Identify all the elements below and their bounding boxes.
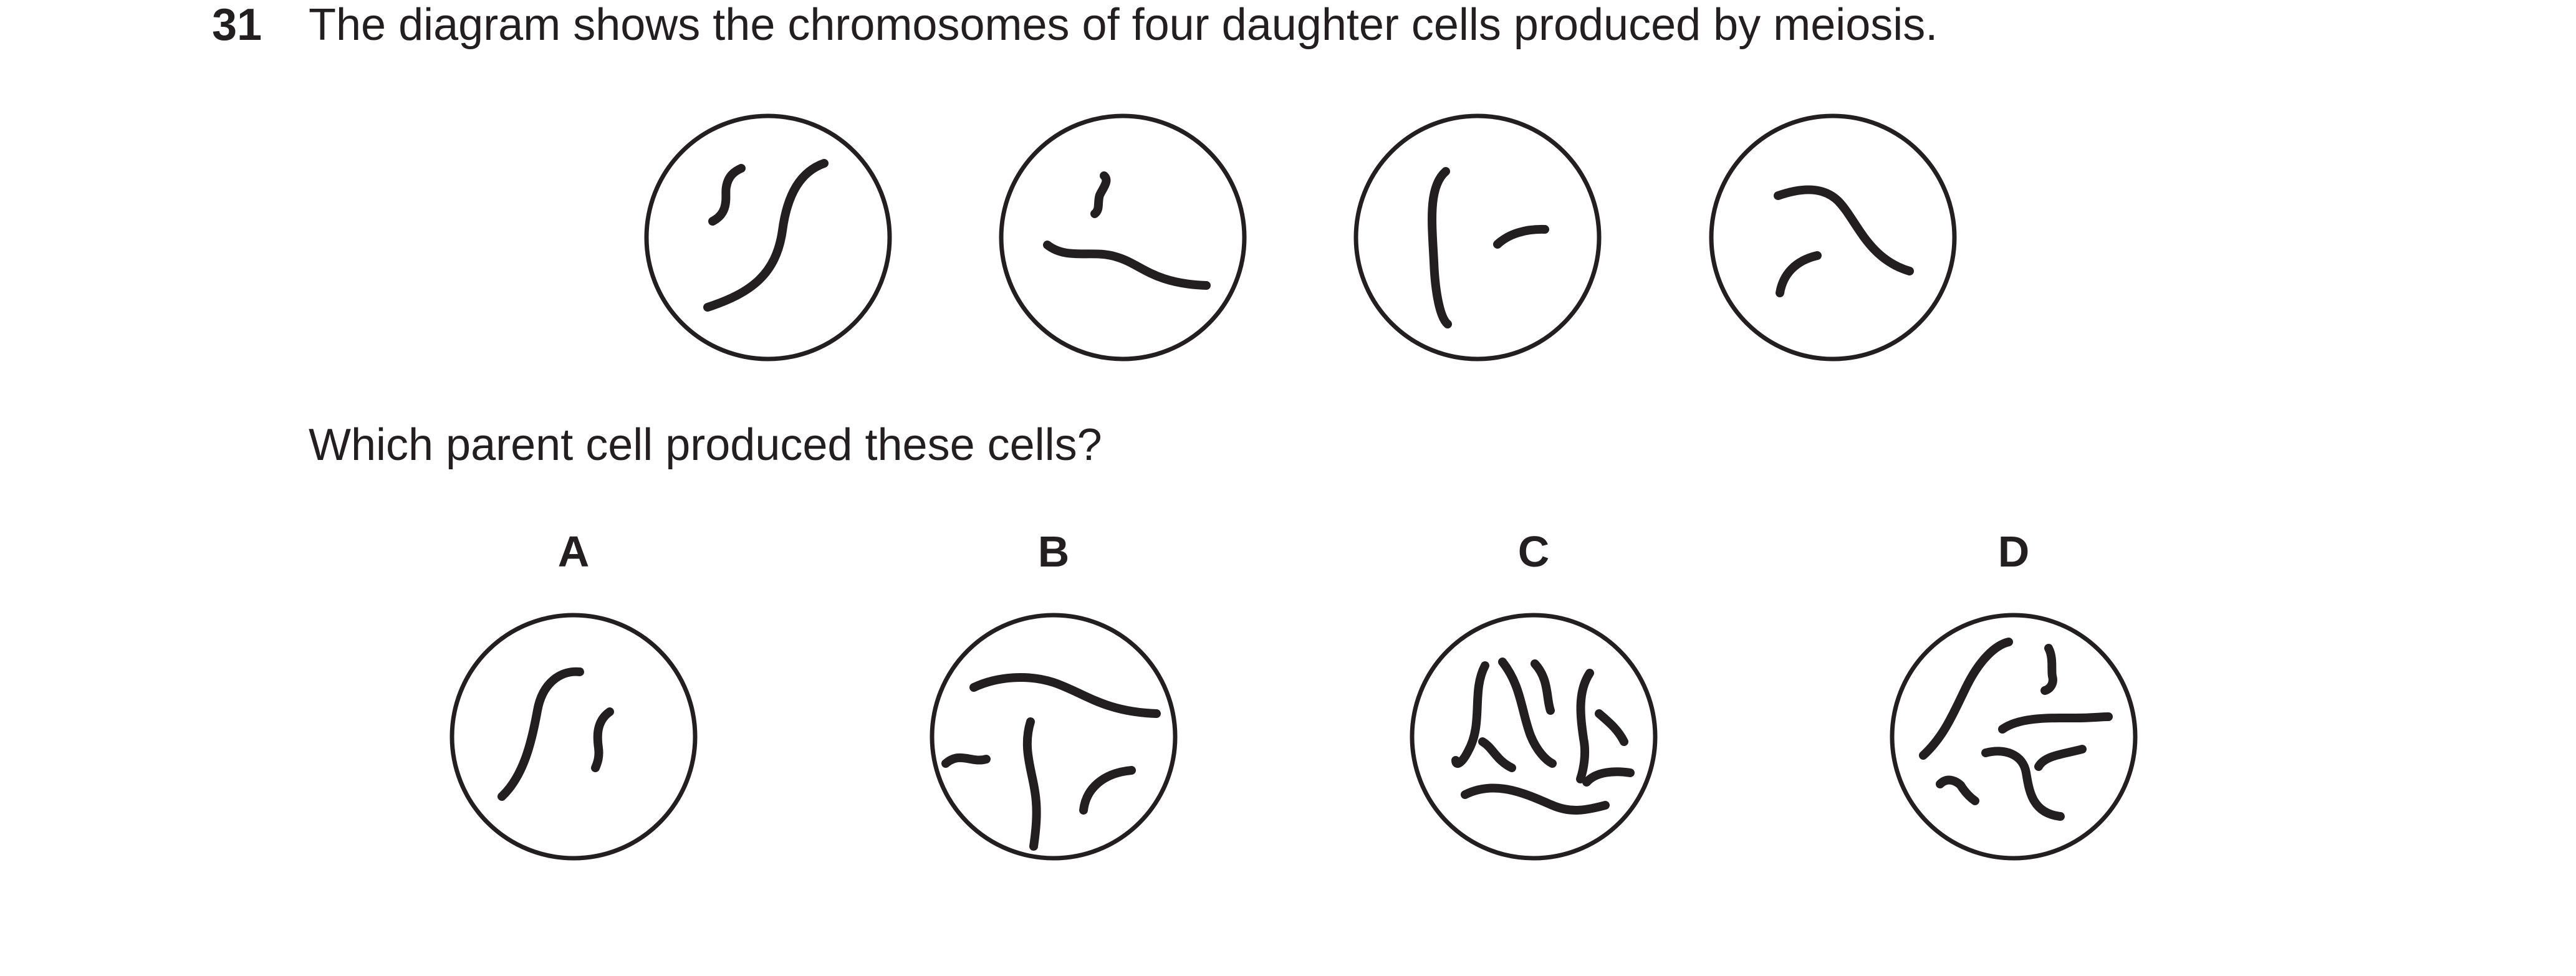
cell-membrane xyxy=(999,113,1247,361)
parent-cell-b[interactable] xyxy=(930,613,1178,861)
chromosome xyxy=(1478,737,1516,772)
question-prompt: Which parent cell produced these cells? xyxy=(309,420,1102,470)
cell-membrane xyxy=(1410,613,1658,861)
cell-membrane xyxy=(1353,113,1602,361)
option-label-a: A xyxy=(557,527,590,576)
daughter-cell-2 xyxy=(999,113,1247,361)
cell-membrane xyxy=(449,613,698,861)
chromosome xyxy=(1428,167,1452,328)
chromosome xyxy=(941,753,991,768)
chromosome xyxy=(1498,658,1557,768)
chromosome xyxy=(1776,251,1822,297)
option-label-c: C xyxy=(1517,527,1550,576)
chromosome xyxy=(1919,638,2013,760)
option-label-b: B xyxy=(1037,527,1070,576)
cell-membrane xyxy=(1709,113,1957,361)
chromosome xyxy=(969,673,1161,718)
chromosome xyxy=(1595,709,1628,746)
chromosome xyxy=(2040,644,2057,695)
chromosome xyxy=(1090,171,1111,218)
chromosome xyxy=(1043,241,1211,290)
daughter-cell-1 xyxy=(644,113,892,361)
daughter-cell-4 xyxy=(1709,113,1957,361)
chromosome xyxy=(1079,766,1136,815)
question-text: The diagram shows the chromosomes of fou… xyxy=(309,0,1938,50)
chromosome xyxy=(1981,747,2065,821)
chromosome xyxy=(497,667,584,801)
chromosome xyxy=(1461,783,1610,815)
daughter-cell-3 xyxy=(1353,113,1602,361)
question-number: 31 xyxy=(212,0,262,50)
parent-cell-c[interactable] xyxy=(1410,613,1658,861)
cell-membrane xyxy=(1890,613,2138,861)
cell-membrane xyxy=(930,613,1178,861)
chromosome xyxy=(1774,185,1914,275)
parent-cell-a[interactable] xyxy=(449,613,698,861)
chromosome xyxy=(1582,767,1635,787)
chromosome xyxy=(1531,659,1555,715)
chromosome xyxy=(1493,224,1549,249)
parent-cell-d[interactable] xyxy=(1890,613,2138,861)
option-label-d: D xyxy=(1997,527,2030,576)
chromosome xyxy=(1936,775,1979,805)
chromosome xyxy=(1022,717,1041,851)
chromosome xyxy=(2034,745,2087,771)
chromosome xyxy=(1576,669,1594,783)
chromosome xyxy=(703,159,829,312)
cell-membrane xyxy=(644,113,892,361)
chromosome xyxy=(1451,661,1489,768)
chromosome xyxy=(1998,712,2113,734)
chromosome xyxy=(591,707,614,772)
chromosome xyxy=(708,164,746,226)
